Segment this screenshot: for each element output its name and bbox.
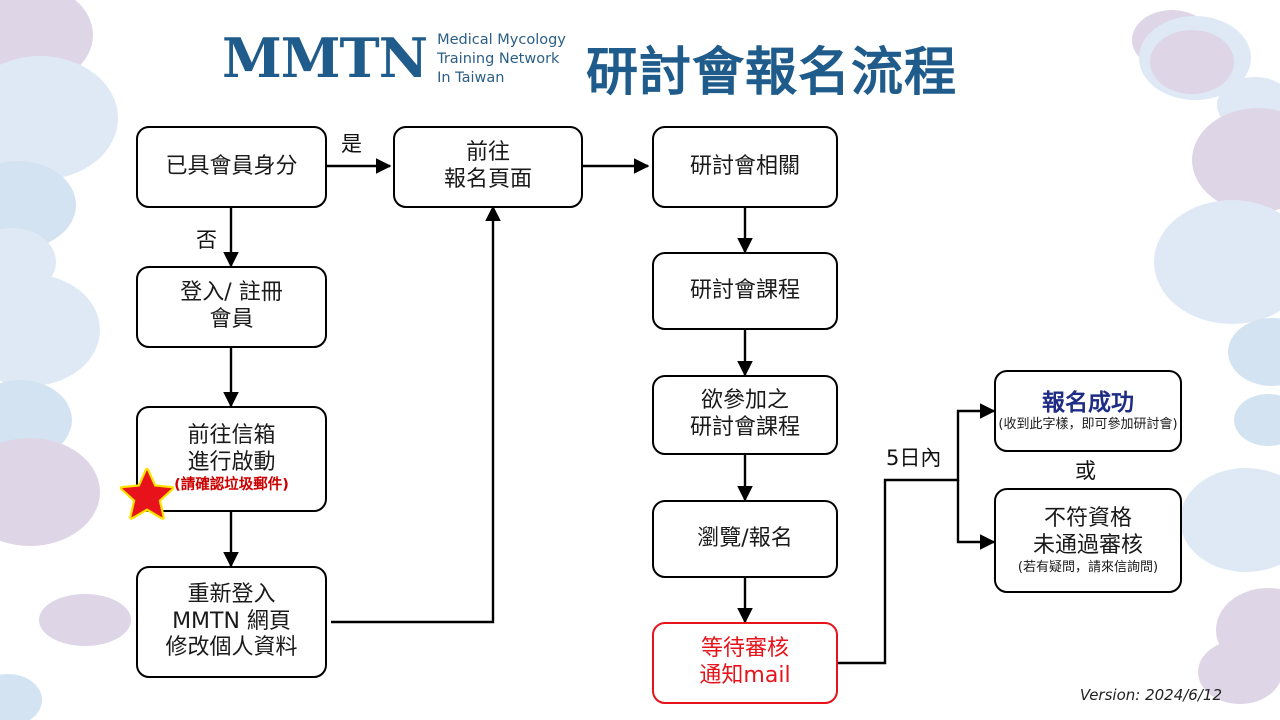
node-browse-signup[interactable]: 瀏覽/報名 — [652, 500, 838, 578]
node-rejected-line2: 未通過審核 — [1032, 532, 1143, 558]
node-seminar-course-line1: 研討會課程 — [689, 277, 800, 303]
node-await-review-line2: 通知mail — [699, 663, 791, 688]
node-login-register-line2: 會員 — [209, 307, 254, 332]
node-browse-signup-line1: 瀏覽/報名 — [697, 525, 793, 551]
logo-tagline-line2: Training Network — [437, 51, 560, 68]
node-success-note: (收到此字樣，即可參加研討會) — [998, 417, 1178, 433]
node-activate-mail-line2: 進行啟動 — [187, 450, 276, 476]
node-activate-mail-note: (請確認垃圾郵件) — [174, 477, 289, 494]
node-rejected-note: (若有疑問，請來信詢問) — [1017, 559, 1159, 575]
node-success-title: 報名成功 — [1042, 390, 1134, 417]
node-seminar-course[interactable]: 研討會課程 — [652, 252, 838, 330]
edge-label-within-5-days: 5日內 — [886, 446, 942, 470]
page-title: 研討會報名流程 — [586, 43, 958, 103]
node-desired-course-line2: 研討會課程 — [689, 415, 800, 440]
edge-label-or: 或 — [1075, 459, 1096, 483]
header: MMTN Medical Mycology Training Network I… — [0, 0, 1280, 118]
node-relogin-profile-line2: MMTN 網頁 — [172, 608, 291, 634]
logo-wordmark: MMTN — [222, 26, 428, 91]
node-rejected[interactable]: 不符資格 未通過審核 (若有疑問，請來信詢問) — [994, 488, 1182, 593]
node-login-register-line1: 登入/ 註冊 — [180, 280, 283, 306]
logo-tagline: Medical Mycology Training Network In Tai… — [437, 28, 566, 88]
node-await-review[interactable]: 等待審核 通知mail — [652, 622, 838, 704]
node-seminar-info[interactable]: 研討會相關 — [652, 126, 838, 208]
version-label: Version: 2024/6/12 — [1079, 686, 1222, 704]
node-rejected-line1: 不符資格 — [1043, 505, 1132, 531]
node-await-review-line1: 等待審核 — [700, 636, 789, 662]
node-relogin-profile-line3: 修改個人資料 — [165, 635, 298, 661]
star-icon — [119, 467, 175, 520]
node-goto-signup-line1: 前往 — [465, 140, 510, 166]
node-desired-course-line1: 欲參加之 — [700, 388, 789, 414]
node-success[interactable]: 報名成功 (收到此字樣，即可參加研討會) — [994, 370, 1182, 452]
node-activate-mail-line1: 前往信箱 — [187, 423, 276, 449]
node-login-register[interactable]: 登入/ 註冊 會員 — [136, 266, 327, 348]
logo-tagline-line3: In Taiwan — [437, 70, 505, 87]
node-seminar-info-line1: 研討會相關 — [689, 153, 800, 179]
node-member-check-line1: 已具會員身分 — [165, 153, 298, 179]
logo-tagline-line1: Medical Mycology — [437, 32, 566, 48]
node-member-check[interactable]: 已具會員身分 — [136, 126, 327, 208]
mmtn-logo: MMTN Medical Mycology Training Network I… — [222, 28, 566, 88]
node-activate-mail[interactable]: 前往信箱 進行啟動 (請確認垃圾郵件) — [136, 406, 327, 512]
node-goto-signup-line2: 報名頁面 — [443, 167, 532, 192]
node-desired-course[interactable]: 欲參加之 研討會課程 — [652, 375, 838, 455]
edge-label-no: 否 — [196, 228, 217, 252]
node-relogin-profile[interactable]: 重新登入 MMTN 網頁 修改個人資料 — [136, 566, 327, 678]
node-goto-signup[interactable]: 前往 報名頁面 — [393, 126, 583, 208]
node-relogin-profile-line1: 重新登入 — [187, 581, 276, 607]
edge-label-yes: 是 — [341, 132, 362, 156]
